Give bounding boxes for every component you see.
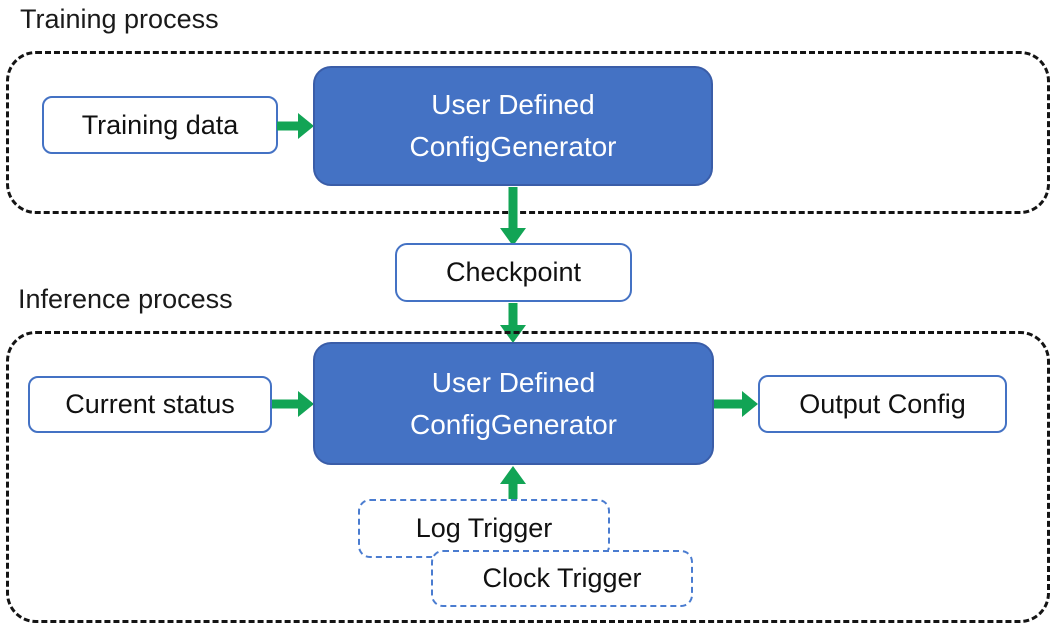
inference-process-container (6, 331, 1050, 623)
current-status-box: Current status (28, 376, 272, 433)
inference-generator-line1: User Defined (431, 366, 596, 398)
training-config-generator-box: User Defined ConfigGenerator (313, 66, 713, 186)
arrow-triggers-to-generator (500, 466, 526, 499)
checkpoint-box: Checkpoint (395, 243, 632, 302)
clock-trigger-box: Clock Trigger (431, 550, 693, 607)
arrow-generator-to-output (714, 391, 758, 417)
training-data-box: Training data (42, 96, 278, 154)
log-trigger-label: Log Trigger (415, 513, 553, 543)
checkpoint-label: Checkpoint (445, 257, 582, 287)
training-generator-line1: User Defined (431, 89, 595, 120)
inference-process-label: Inference process (18, 284, 233, 314)
arrow-training-data-to-generator (277, 113, 314, 139)
training-generator-line2: ConfigGenerator (409, 131, 617, 162)
output-config-box: Output Config (758, 375, 1007, 433)
output-config-label: Output Config (799, 388, 966, 419)
inference-generator-line2: ConfigGenerator (409, 408, 617, 440)
arrow-generator-to-checkpoint (500, 187, 526, 246)
current-status-label: Current status (65, 389, 235, 419)
arrow-current-status-to-generator (272, 391, 314, 417)
inference-config-generator-box: User Defined ConfigGenerator (313, 342, 714, 465)
training-process-container (6, 51, 1050, 214)
arrow-checkpoint-to-generator (500, 303, 526, 343)
training-data-label: Training data (81, 109, 239, 140)
clock-trigger-label: Clock Trigger (482, 563, 642, 593)
training-process-label: Training process (20, 4, 219, 34)
